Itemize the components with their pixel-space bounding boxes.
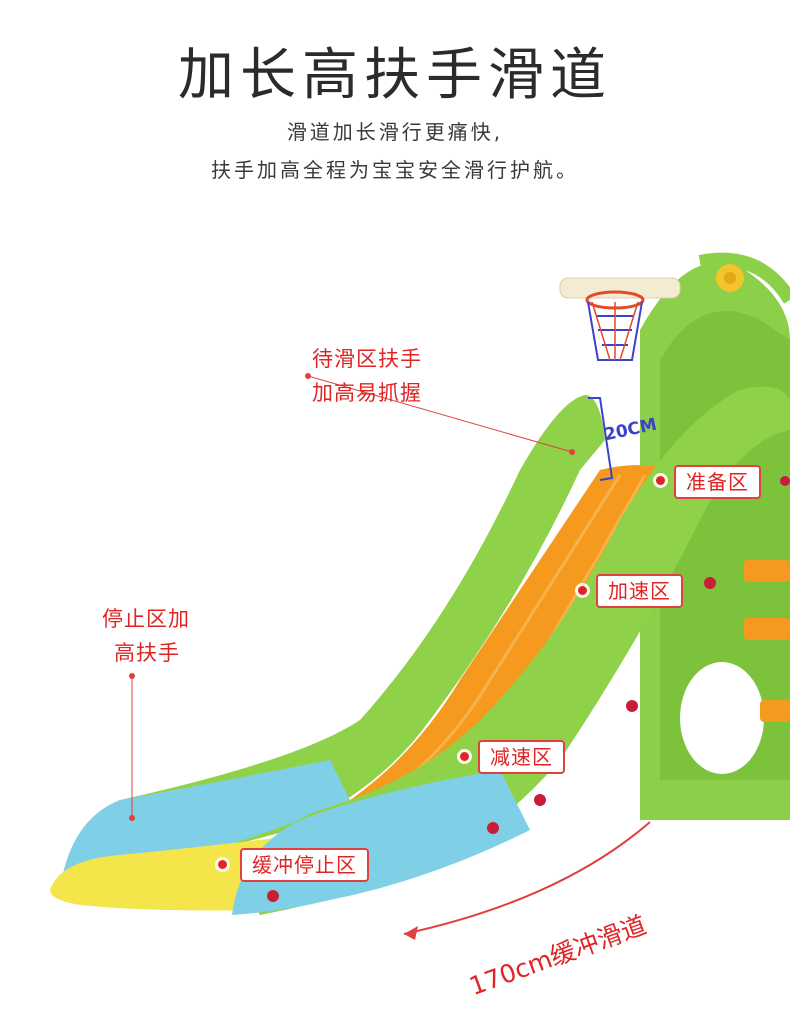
- zone-marker-dot: [656, 476, 665, 485]
- zone-tag-buffer-stop: 缓冲停止区: [240, 848, 369, 882]
- tower-arch: [698, 252, 790, 304]
- note-handrail-stop: 停止区加 高扶手: [102, 602, 190, 670]
- note-handrail-wait-line2: 加高易抓握: [312, 381, 422, 405]
- slide-surface: [300, 465, 680, 850]
- note-handrail-stop-line2: 高扶手: [114, 641, 180, 665]
- tower-hole: [680, 662, 764, 774]
- basketball-board: [559, 277, 681, 299]
- measure-bracket: [588, 397, 614, 481]
- tower-step: [744, 618, 790, 640]
- tower-step: [744, 560, 790, 582]
- zone-marker-dot: [578, 586, 587, 595]
- note-handrail-wait-line1: 待滑区扶手: [312, 347, 422, 371]
- zone-marker-dot: [460, 752, 469, 761]
- zone-tag-decelerate: 减速区: [478, 740, 565, 774]
- zone-tag-accelerate: 加速区: [596, 574, 683, 608]
- zone-tag-prepare: 准备区: [674, 465, 761, 499]
- right-handrail: [250, 386, 790, 916]
- tower-step: [760, 700, 790, 722]
- subtitle-line-1: 滑道加长滑行更痛快,: [286, 120, 504, 144]
- subtitle-line-2: 扶手加高全程为宝宝安全滑行护航。: [211, 158, 579, 182]
- zone-marker-dot: [218, 860, 227, 869]
- page-title: 加长高扶手滑道: [178, 43, 612, 108]
- note-handrail-stop-line1: 停止区加: [102, 607, 190, 631]
- note-handrail-wait: 待滑区扶手 加高易抓握: [312, 342, 422, 410]
- leader-line-wait: [307, 375, 573, 453]
- length-arrow: [403, 821, 651, 935]
